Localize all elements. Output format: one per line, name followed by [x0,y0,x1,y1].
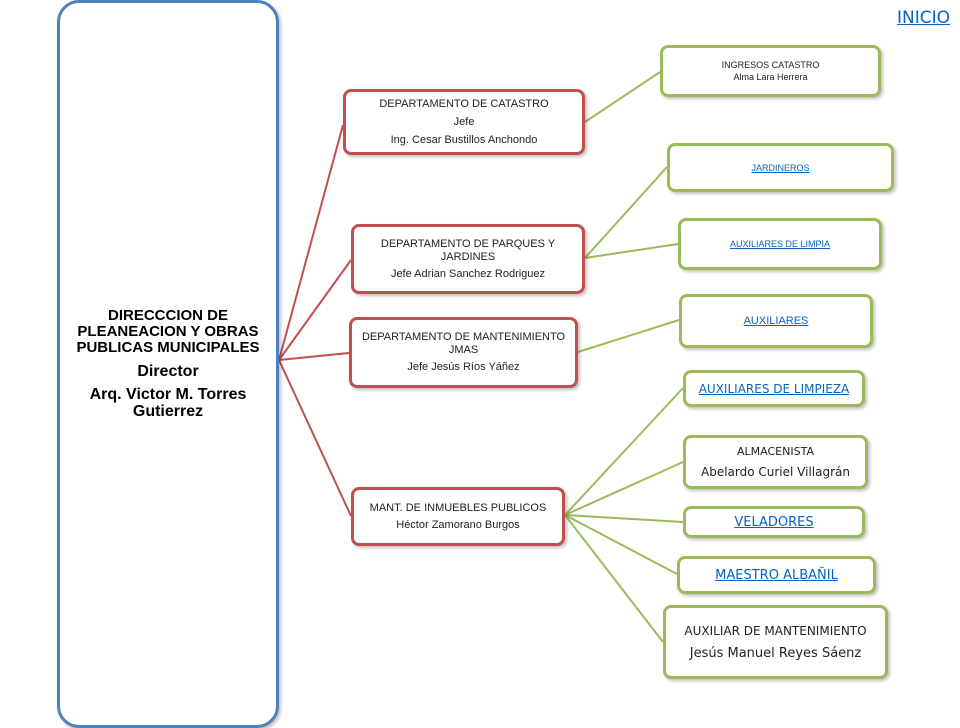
auxiliares-limpieza-link[interactable]: AUXILIARES DE LIMPIEZA [698,381,850,396]
auxiliares-link[interactable]: AUXILIARES [743,315,809,327]
unit-limpieza-box: AUXILIARES DE LIMPIEZA [683,370,865,407]
veladores-link[interactable]: VELADORES [734,514,814,530]
dept-catastro-box: DEPARTAMENTO DE CATASTRO Jefe Ing. Cesar… [343,89,585,155]
unit-ingresos-catastro-title: INGRESOS CATASTRO [721,60,820,70]
connector-director-parques [278,259,352,361]
dept-parques-head: Jefe Adrian Sanchez Rodriguez [390,267,546,280]
connector-inmuebles-veladores [564,514,684,523]
unit-albanil-box: MAESTRO ALBAÑIL [677,556,876,594]
unit-ingresos-catastro: INGRESOS CATASTRO Alma Lara Herrera [660,45,881,97]
unit-aux-mant-title: AUXILIAR DE MANTENIMIENTO [684,623,867,638]
unit-jardineros-box: JARDINEROS [667,143,894,192]
dept-parques-box: DEPARTAMENTO DE PARQUES Y JARDINES Jefe … [351,224,585,294]
unit-aux-mant-name: Jesús Manuel Reyes Sáenz [689,645,862,661]
dept-catastro-role: Jefe [453,115,475,128]
director-box: DIRECCCION DE PLEANEACION Y OBRAS PUBLIC… [57,0,279,728]
connector-inmuebles-albanil [564,514,678,575]
dept-jmas-box: DEPARTAMENTO DE MANTENIMIENTO JMAS Jefe … [349,317,578,388]
unit-aux-mant-box: AUXILIAR DE MANTENIMIENTO Jesús Manuel R… [663,605,888,679]
dept-inmuebles-head: Héctor Zamorano Burgos [396,518,520,531]
connector-director-jmas [278,352,350,361]
connector-jmas-auxiliares [577,319,680,353]
unit-almacenista-title: ALMACENISTA [737,445,814,458]
connector-inmuebles-limpieza [564,387,684,516]
dept-inmuebles-box: MANT. DE INMUEBLES PUBLICOS Héctor Zamor… [351,487,565,546]
auxiliares-limpia-link[interactable]: AUXILIARES DE LIMPIA [729,239,831,249]
director-title: DIRECCCION DE PLEANEACION Y OBRAS PUBLIC… [76,307,260,356]
dept-jmas-head: Jefe Jesús Ríos Yáñez [407,361,520,373]
director-name: Arq. Victor M. Torres Gutierrez [89,386,247,420]
dept-catastro-title: DEPARTAMENTO DE CATASTRO [379,97,549,110]
dept-jmas-title: DEPARTAMENTO DE MANTENIMIENTO JMAS [361,331,566,356]
dept-inmuebles-title: MANT. DE INMUEBLES PUBLICOS [369,501,547,514]
connector-inmuebles-almacenista [564,461,684,516]
unit-auxiliares-box: AUXILIARES [679,294,873,348]
connector-director-inmuebles [278,359,352,517]
inicio-link[interactable]: INICIO [896,8,950,28]
connector-catastro-ingresos [584,71,661,123]
maestro-albanil-link[interactable]: MAESTRO ALBAÑIL [715,567,838,583]
unit-limpia-box: AUXILIARES DE LIMPIA [678,218,882,270]
unit-ingresos-catastro-name: Alma Lara Herrera [733,72,808,82]
connector-parques-jardineros [584,166,668,259]
unit-veladores-box: VELADORES [683,506,865,538]
director-role: Director [137,363,199,380]
jardineros-link[interactable]: JARDINEROS [751,162,810,173]
unit-almacenista-name: Abelardo Curiel Villagrán [701,465,850,479]
connector-director-catastro [278,124,344,361]
unit-almacenista-box: ALMACENISTA Abelardo Curiel Villagrán [683,435,868,489]
connector-inmuebles-aux-mant [564,514,664,643]
dept-parques-title: DEPARTAMENTO DE PARQUES Y JARDINES [380,237,556,263]
connector-parques-limpia [584,243,679,259]
dept-catastro-head: Ing. Cesar Bustillos Anchondo [390,133,538,146]
